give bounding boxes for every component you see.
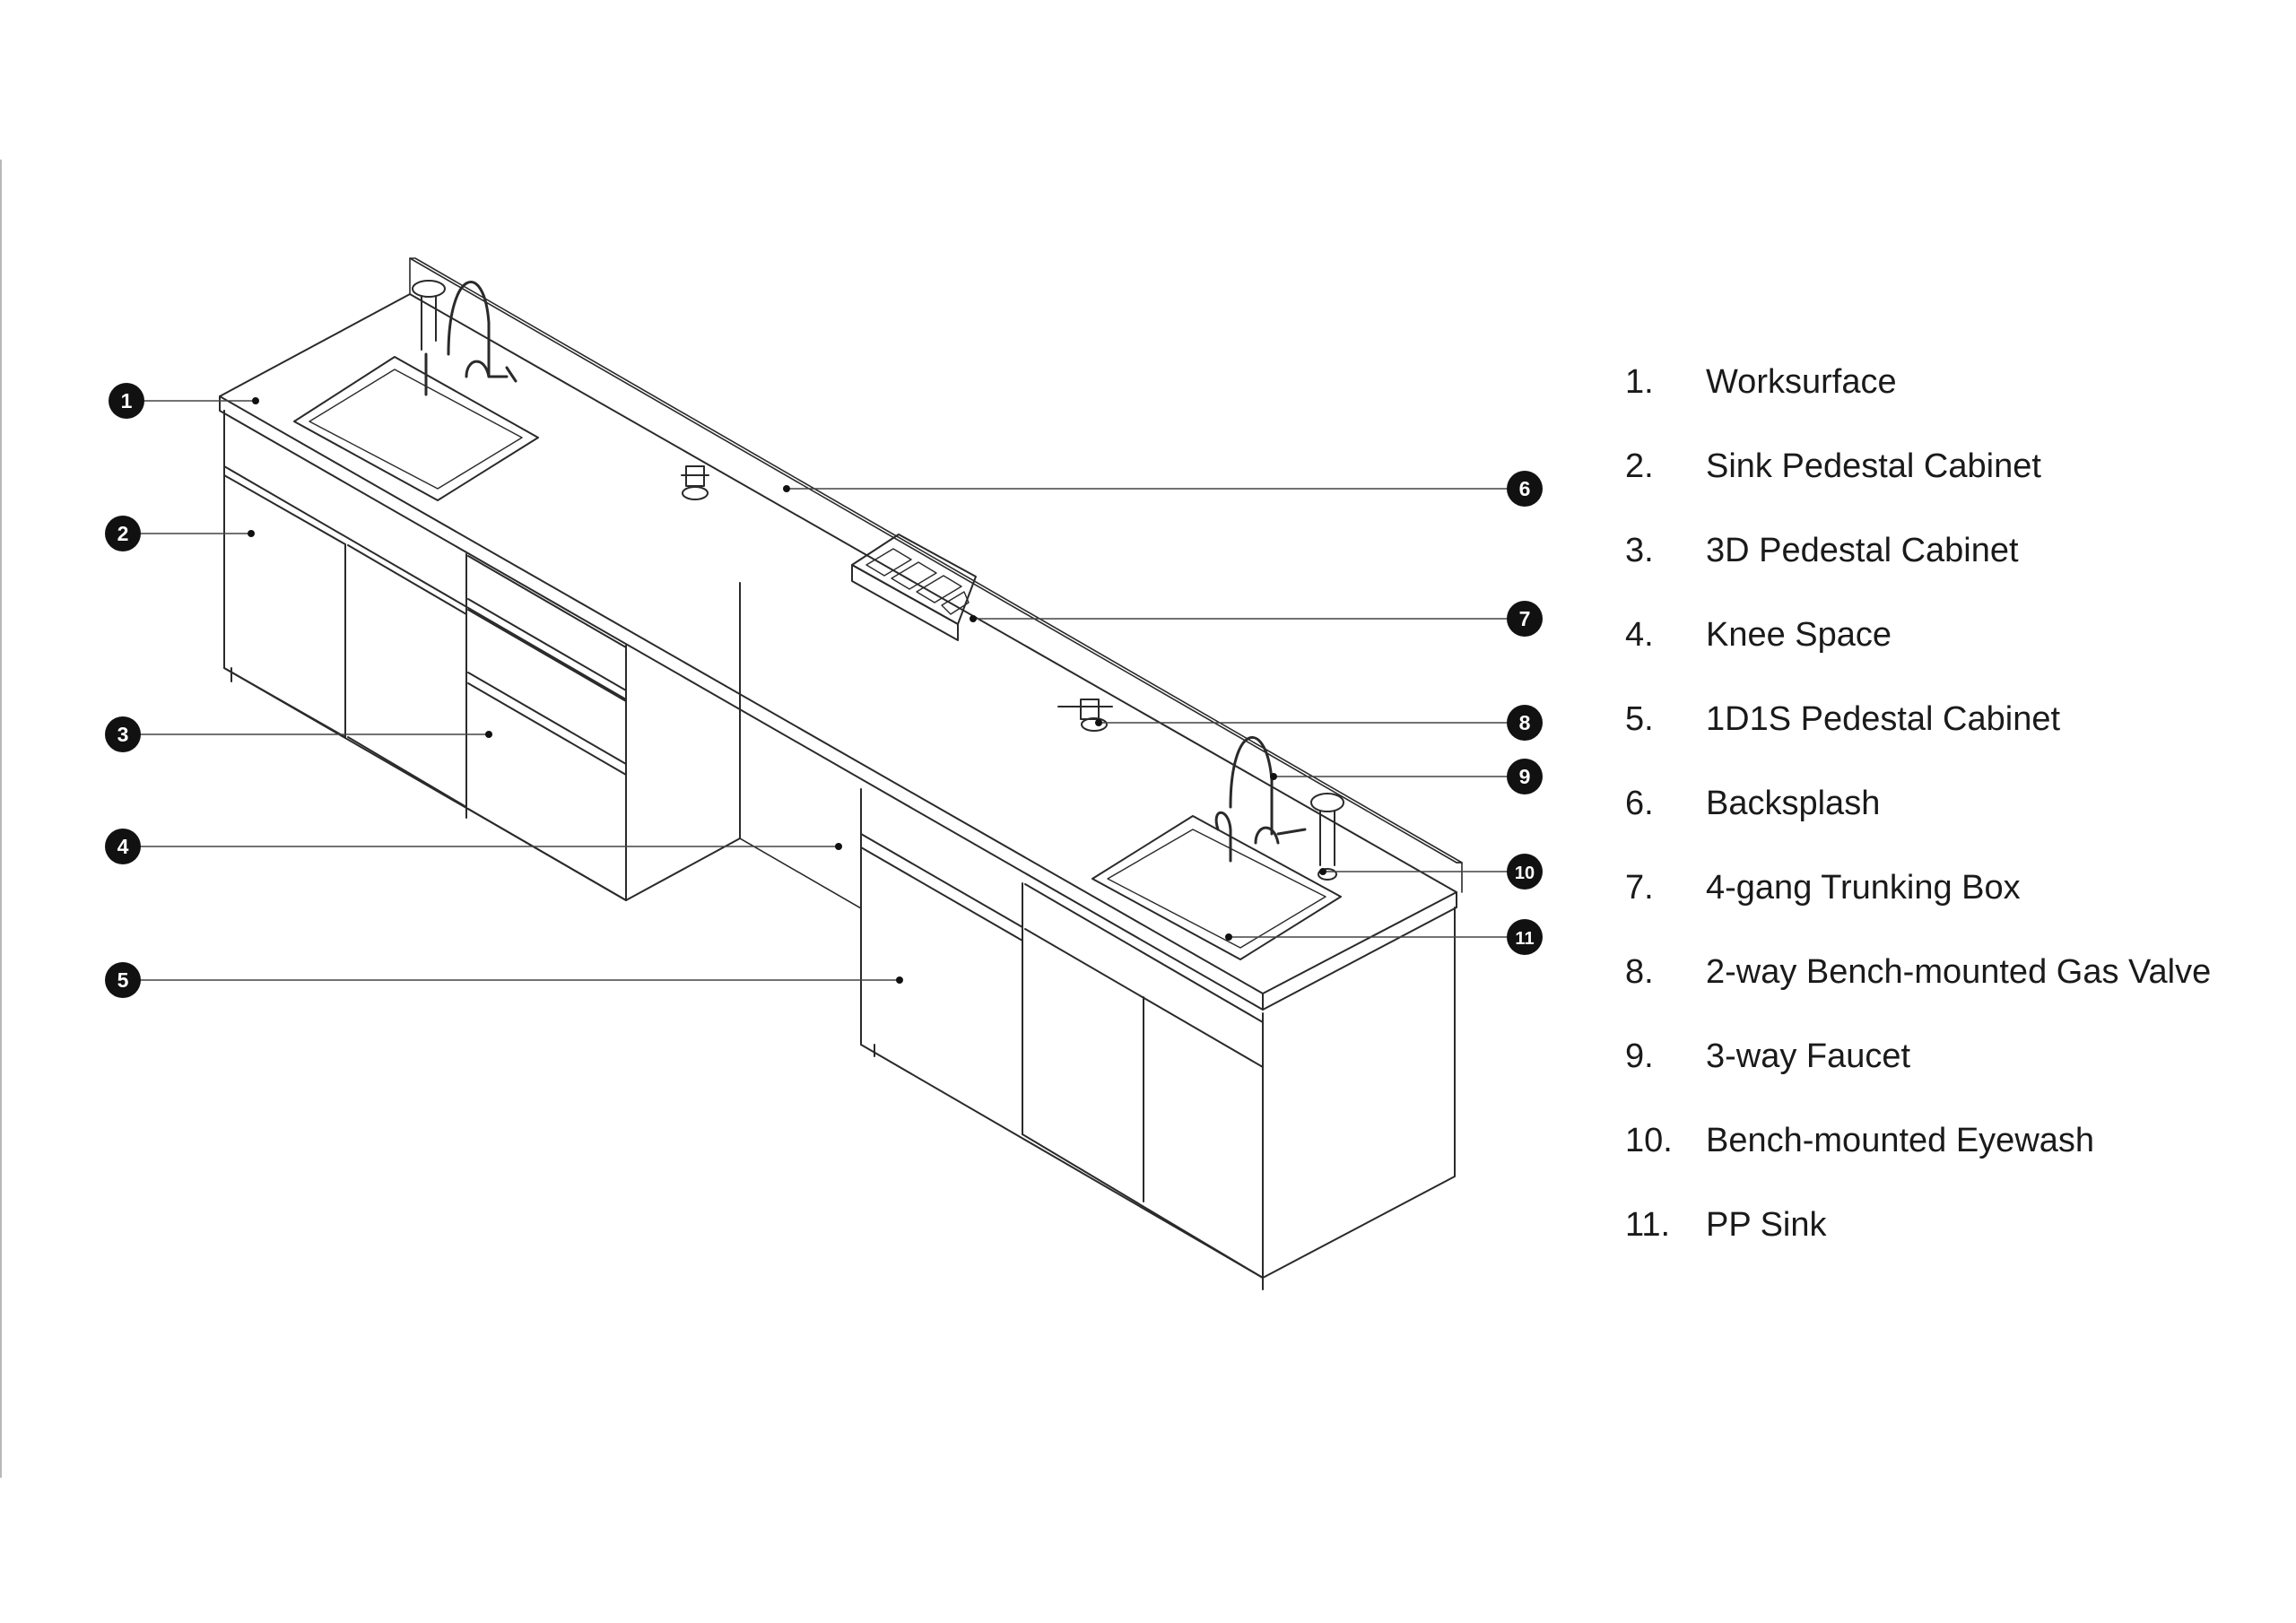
legend-label: 4-gang Trunking Box bbox=[1706, 869, 2021, 907]
legend-item: 11. PP Sink bbox=[1625, 1206, 2211, 1290]
legend-number: 8. bbox=[1625, 953, 1654, 991]
left-cabinet-run bbox=[223, 410, 741, 901]
legend-number: 6. bbox=[1625, 785, 1654, 822]
right-faucet bbox=[1214, 736, 1307, 863]
gas-valve-left bbox=[681, 465, 709, 500]
legend-label: 1D1S Pedestal Cabinet bbox=[1706, 700, 2061, 738]
legend-item: 2. Sink Pedestal Cabinet bbox=[1625, 447, 2211, 532]
callout-number: 10 bbox=[1515, 864, 1535, 883]
callout-badge-9: 9 bbox=[1507, 759, 1543, 794]
callout-badge-4: 4 bbox=[105, 829, 141, 864]
left-pp-sink bbox=[293, 356, 539, 501]
callout-badges: 1 2 3 4 5 6 7 8 bbox=[105, 383, 1543, 998]
legend-number: 7. bbox=[1625, 869, 1654, 907]
callout-badge-6: 6 bbox=[1507, 471, 1543, 507]
legend-label: 2-way Bench-mounted Gas Valve bbox=[1706, 953, 2212, 991]
trunking-box bbox=[851, 534, 977, 641]
callout-badge-3: 3 bbox=[105, 716, 141, 752]
legend-number: 2. bbox=[1625, 447, 1654, 485]
legend-number: 1. bbox=[1625, 363, 1654, 401]
backsplash bbox=[409, 257, 1463, 893]
right-pp-sink bbox=[1091, 815, 1342, 960]
callout-number: 2 bbox=[117, 522, 129, 545]
legend-label: Sink Pedestal Cabinet bbox=[1706, 447, 2041, 485]
callout-badge-5: 5 bbox=[105, 962, 141, 998]
callout-badge-2: 2 bbox=[105, 516, 141, 551]
callout-badge-10: 10 bbox=[1507, 854, 1543, 890]
worksurface bbox=[219, 293, 1457, 1011]
callout-number: 5 bbox=[117, 968, 129, 992]
legend-label: PP Sink bbox=[1706, 1206, 1827, 1244]
legend-item: 9. 3-way Faucet bbox=[1625, 1037, 2211, 1122]
legend-number: 3. bbox=[1625, 532, 1654, 569]
legend-label: Bench-mounted Eyewash bbox=[1706, 1122, 2095, 1159]
legend-item: 1. Worksurface bbox=[1625, 363, 2211, 447]
legend-item: 6. Backsplash bbox=[1625, 785, 2211, 869]
callout-number: 1 bbox=[121, 389, 133, 412]
knee-space bbox=[739, 582, 862, 909]
callout-badge-8: 8 bbox=[1507, 705, 1543, 741]
left-eyewash bbox=[412, 280, 446, 351]
callout-number: 11 bbox=[1515, 929, 1534, 949]
left-faucet bbox=[424, 281, 517, 396]
legend-item: 8. 2-way Bench-mounted Gas Valve bbox=[1625, 953, 2211, 1037]
legend-number: 9. bbox=[1625, 1037, 1654, 1075]
gas-valve-right bbox=[1057, 699, 1113, 732]
page-left-rule bbox=[0, 160, 2, 1478]
legend-item: 7. 4-gang Trunking Box bbox=[1625, 869, 2211, 953]
callout-number: 8 bbox=[1519, 711, 1531, 734]
callout-number: 7 bbox=[1519, 607, 1531, 630]
legend-number: 10. bbox=[1625, 1122, 1673, 1159]
legend-label: Knee Space bbox=[1706, 616, 1892, 654]
legend-label: 3D Pedestal Cabinet bbox=[1706, 532, 2019, 569]
callout-number: 4 bbox=[117, 835, 129, 858]
legend-number: 11. bbox=[1625, 1206, 1671, 1244]
legend-number: 4. bbox=[1625, 616, 1654, 654]
callout-badge-7: 7 bbox=[1507, 601, 1543, 637]
leader-dots bbox=[248, 397, 1326, 984]
callout-number: 6 bbox=[1519, 477, 1531, 500]
parts-legend: 1. Worksurface 2. Sink Pedestal Cabinet 3.… bbox=[1625, 363, 2211, 1290]
leader-lines bbox=[135, 400, 1508, 981]
right-cabinet-run bbox=[860, 788, 1456, 1290]
legend-item: 5. 1D1S Pedestal Cabinet bbox=[1625, 700, 2211, 785]
right-eyewash bbox=[1310, 793, 1344, 881]
callout-number: 3 bbox=[117, 723, 129, 746]
legend-number: 5. bbox=[1625, 700, 1654, 738]
legend-label: 3-way Faucet bbox=[1706, 1037, 1911, 1075]
legend-item: 4. Knee Space bbox=[1625, 616, 2211, 700]
callout-badge-1: 1 bbox=[109, 383, 144, 419]
legend-item: 10. Bench-mounted Eyewash bbox=[1625, 1122, 2211, 1206]
callout-number: 9 bbox=[1519, 765, 1531, 788]
legend-item: 3. 3D Pedestal Cabinet bbox=[1625, 532, 2211, 616]
legend-label: Backsplash bbox=[1706, 785, 1881, 822]
callout-badge-11: 11 bbox=[1507, 919, 1543, 955]
legend-label: Worksurface bbox=[1706, 363, 1897, 401]
